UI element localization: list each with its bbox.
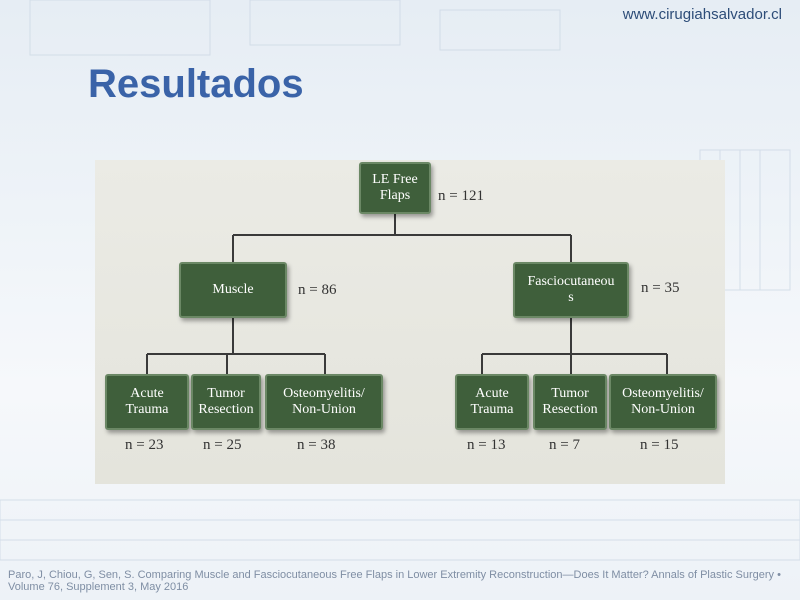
label-n-total: n = 121 — [438, 188, 484, 204]
node-fascio-acute-trauma: Acute Trauma — [455, 374, 529, 430]
node-fasciocutaneous: Fasciocutaneou s — [513, 262, 629, 318]
node-fascio-osteomyelitis: Osteomyelitis/ Non-Union — [609, 374, 717, 430]
node-fascio-tumor-resection: Tumor Resection — [533, 374, 607, 430]
slide-title: Resultados — [88, 62, 304, 106]
node-muscle-acute-trauma: Acute Trauma — [105, 374, 189, 430]
node-muscle-tumor-resection: Tumor Resection — [191, 374, 261, 430]
flowchart-figure: LE Free Flaps n = 121 Muscle n = 86 Fasc… — [95, 160, 725, 484]
node-muscle-osteomyelitis: Osteomyelitis/ Non-Union — [265, 374, 383, 430]
node-muscle: Muscle — [179, 262, 287, 318]
citation: Paro, J, Chiou, G, Sen, S. Comparing Mus… — [8, 569, 781, 593]
label-n-fasciocutaneous: n = 35 — [641, 280, 680, 296]
connector-lines — [146, 214, 668, 374]
label-n-muscle-acute-trauma: n = 23 — [125, 437, 164, 453]
label-n-fascio-acute-trauma: n = 13 — [467, 437, 506, 453]
label-n-fascio-tumor-resection: n = 7 — [549, 437, 580, 453]
label-n-muscle-tumor-resection: n = 25 — [203, 437, 242, 453]
site-url[interactable]: www.cirugiahsalvador.cl — [622, 6, 782, 23]
node-le-free-flaps: LE Free Flaps — [359, 162, 431, 214]
label-n-fascio-osteomyelitis: n = 15 — [640, 437, 679, 453]
label-n-muscle: n = 86 — [298, 282, 337, 298]
label-n-muscle-osteomyelitis: n = 38 — [297, 437, 336, 453]
